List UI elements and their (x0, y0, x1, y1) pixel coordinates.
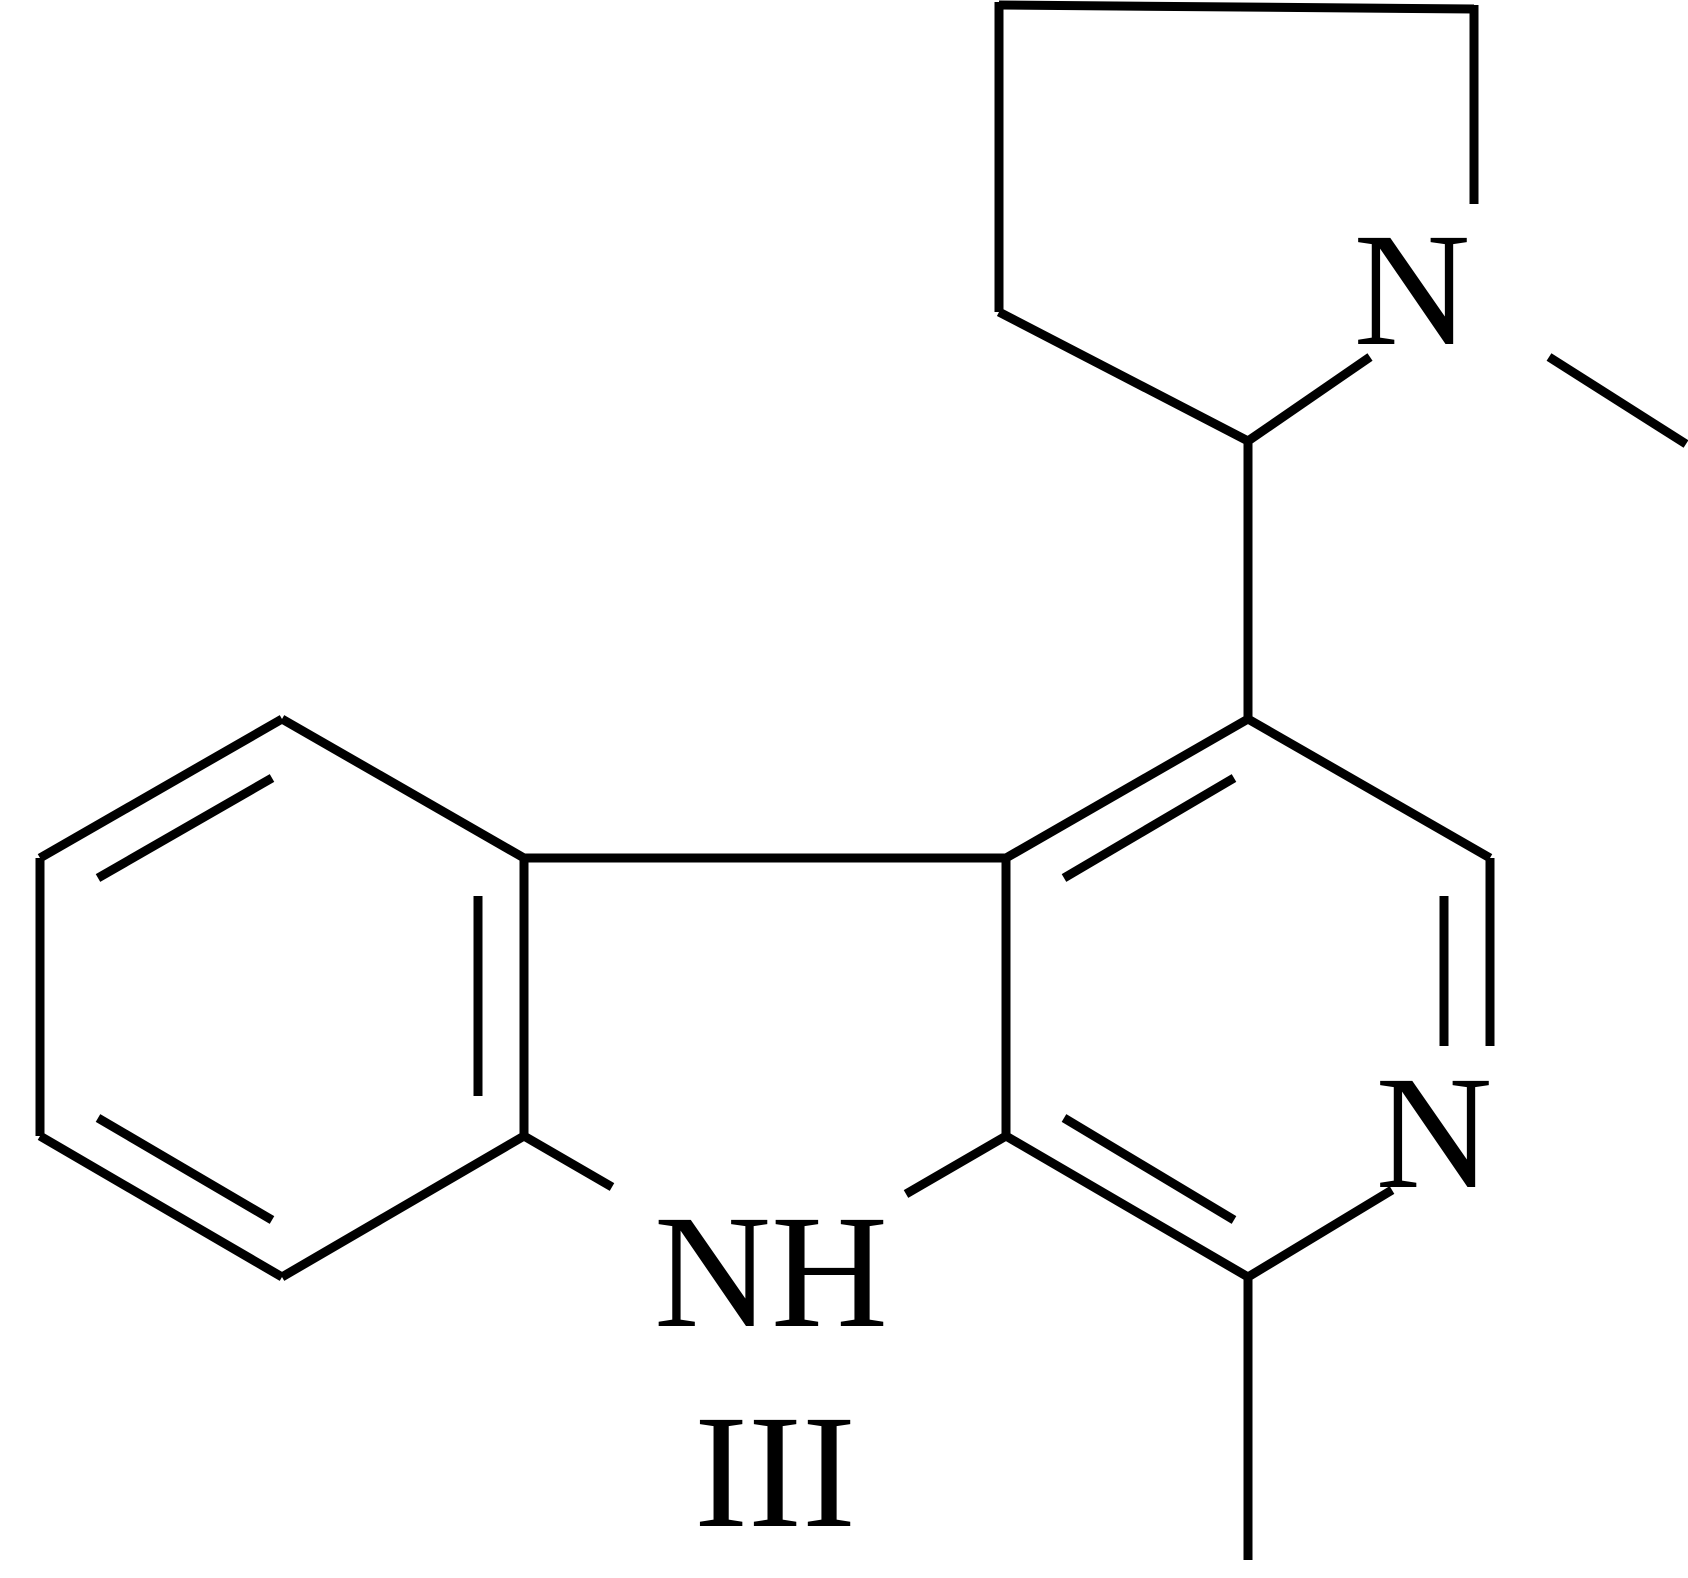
bond (1245, 1186, 1395, 1281)
inner-double-bond (95, 774, 275, 882)
pyrrolidine-ring (994, 0, 1688, 448)
inner-double-bond (95, 1114, 275, 1224)
bond (1245, 715, 1493, 862)
pyrrolidine-nitrogen-label: N (1354, 201, 1471, 380)
bond (1245, 353, 1373, 445)
bond (1003, 1132, 1251, 1281)
inner-double-bond (1061, 1114, 1237, 1224)
bond (521, 1132, 615, 1191)
inner-double-bond (1061, 774, 1237, 882)
pyrrole-ring (521, 853, 1011, 1198)
compound-number-label: III (694, 1383, 856, 1562)
bond (1003, 715, 1251, 862)
indole-nh-label: NH (654, 1183, 888, 1362)
bond (279, 715, 527, 862)
pyridine-ring (1003, 715, 1495, 1281)
pyridine-nitrogen-label: N (1376, 1044, 1493, 1223)
bond (998, 0, 1475, 14)
bond (37, 1132, 285, 1281)
n-methyl-bond (1546, 353, 1688, 448)
bond (279, 1132, 527, 1281)
benzene-ring (35, 715, 529, 1281)
bond (37, 715, 285, 862)
bond (903, 1132, 1009, 1198)
bond (996, 308, 1251, 445)
